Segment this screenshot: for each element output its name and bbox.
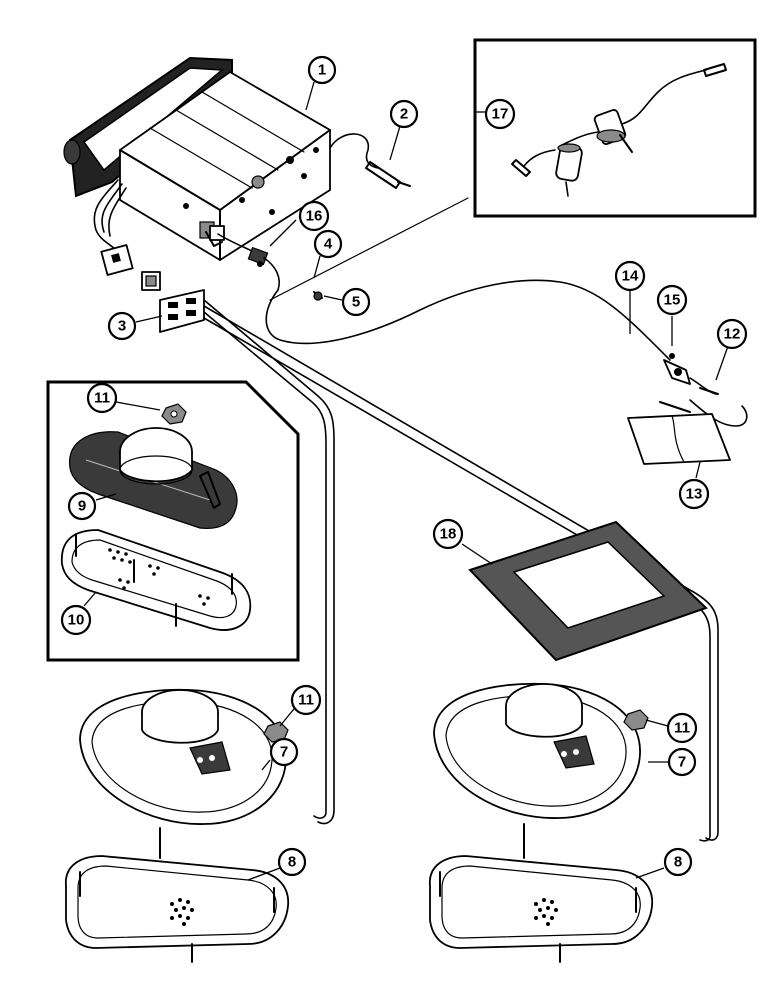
callout-16: 16 xyxy=(298,200,330,232)
svg-text:3: 3 xyxy=(118,318,126,335)
callout-11-inset: 11 xyxy=(86,382,118,414)
callout-5: 5 xyxy=(341,287,371,317)
svg-text:4: 4 xyxy=(324,236,333,253)
speaker-grille-left xyxy=(65,827,289,963)
callout-4: 4 xyxy=(313,229,343,259)
callout-18: 18 xyxy=(432,518,464,550)
speaker-gasket xyxy=(468,520,708,662)
svg-text:7: 7 xyxy=(678,754,686,771)
ground-clip xyxy=(209,225,280,291)
svg-text:16: 16 xyxy=(306,208,323,225)
svg-text:9: 9 xyxy=(78,498,86,515)
svg-text:14: 14 xyxy=(622,268,639,285)
svg-text:17: 17 xyxy=(492,106,509,123)
callout-12: 12 xyxy=(716,318,748,350)
callout-11-left: 11 xyxy=(290,684,322,716)
callout-8-right: 8 xyxy=(663,847,693,877)
svg-text:2: 2 xyxy=(400,106,408,123)
callout-11-right: 11 xyxy=(666,712,698,744)
callout-8-left: 8 xyxy=(277,847,307,877)
svg-text:8: 8 xyxy=(288,854,296,871)
callout-14: 14 xyxy=(614,260,646,292)
svg-text:11: 11 xyxy=(94,390,110,407)
speaker-detail-inset-box xyxy=(46,380,300,662)
nut-right xyxy=(623,709,649,731)
callout-7-left: 7 xyxy=(269,737,299,767)
adhesive-pad xyxy=(627,413,731,465)
callout-3: 3 xyxy=(107,311,137,341)
speaker-left xyxy=(79,688,287,825)
speaker-grille-right xyxy=(429,823,653,963)
antenna-cable xyxy=(265,279,671,361)
svg-text:7: 7 xyxy=(280,744,288,761)
svg-text:10: 10 xyxy=(68,612,85,629)
svg-text:18: 18 xyxy=(440,526,457,543)
svg-text:11: 11 xyxy=(674,720,690,737)
svg-text:11: 11 xyxy=(298,692,314,709)
svg-text:15: 15 xyxy=(664,292,681,309)
callout-17: 17 xyxy=(484,98,516,130)
antenna-base xyxy=(659,353,748,427)
callout-9: 9 xyxy=(67,491,97,521)
wiring-connector xyxy=(141,271,205,333)
leader-lines xyxy=(83,81,729,881)
svg-text:13: 13 xyxy=(686,486,703,503)
speaker-right xyxy=(433,682,641,819)
antenna-lead-plug xyxy=(329,133,411,189)
callout-13: 13 xyxy=(678,478,710,510)
antenna-mast xyxy=(269,197,469,301)
antenna-assembly-inset-box xyxy=(473,38,757,218)
callout-15: 15 xyxy=(656,284,688,316)
radio-receiver xyxy=(63,56,331,276)
callout-10: 10 xyxy=(60,604,92,636)
svg-text:8: 8 xyxy=(674,854,682,871)
svg-text:12: 12 xyxy=(724,326,741,343)
callout-1: 1 xyxy=(307,55,337,85)
callout-2: 2 xyxy=(389,99,419,129)
svg-text:1: 1 xyxy=(318,62,326,79)
callout-7-right: 7 xyxy=(667,747,697,777)
svg-text:5: 5 xyxy=(352,294,360,311)
